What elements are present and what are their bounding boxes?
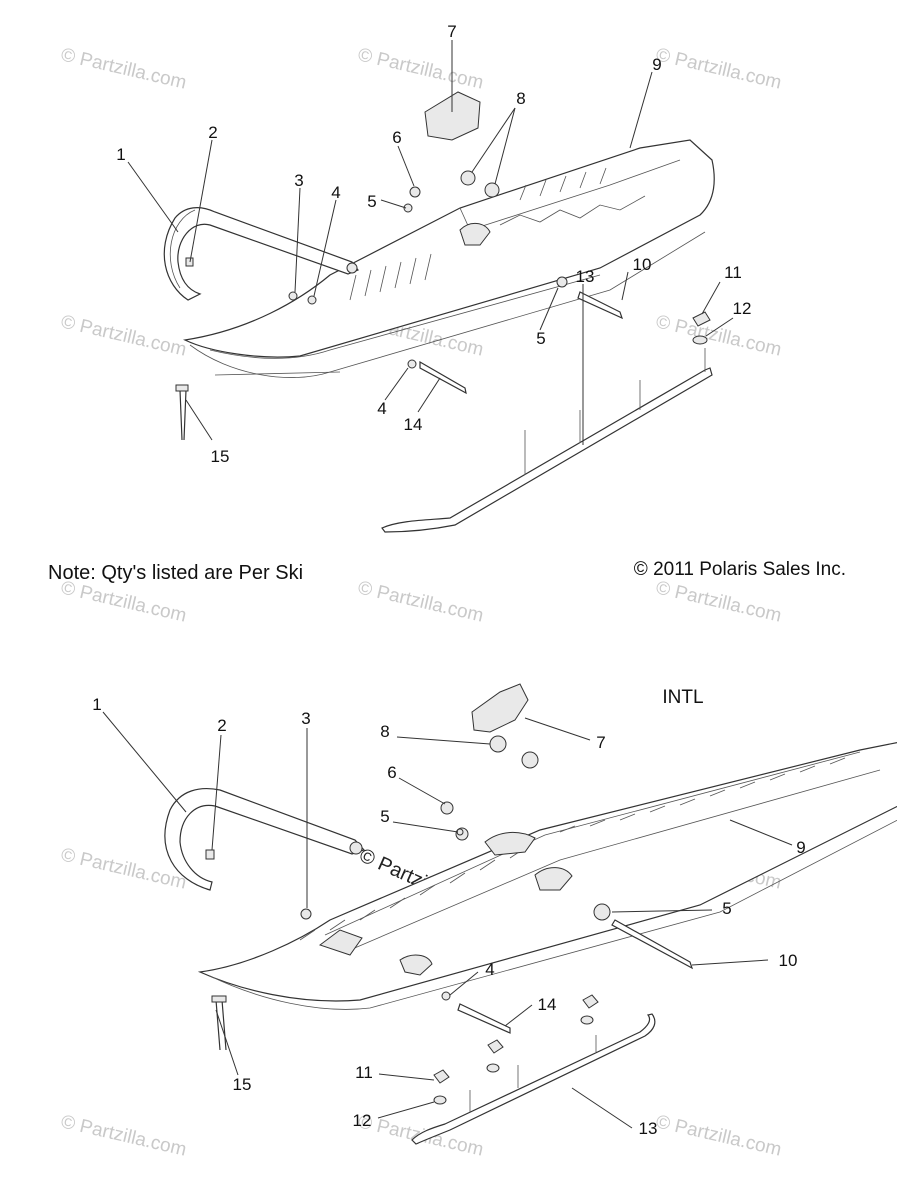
part-7-bracket-illustration-intl (471, 683, 529, 733)
wear-bar-illustration-intl (411, 1013, 656, 1145)
callout-number: 1 (92, 695, 101, 714)
ski-body-illustration (182, 139, 715, 378)
callout-number: 11 (724, 263, 742, 282)
wear-bar-illustration (381, 348, 713, 533)
top-callouts: 1 2 3 4 5 6 7 8 9 10 11 12 5 4 14 13 15 (116, 22, 751, 466)
callout-number: 10 (633, 255, 652, 274)
hardware-illustrations (175, 170, 711, 441)
callout-number: 11 (355, 1063, 373, 1082)
ski-body-illustration-intl (197, 741, 897, 1010)
hardware-illustrations-intl (211, 735, 694, 1105)
callout-number: 7 (447, 22, 456, 41)
copyright-notice: © 2011 Polaris Sales Inc. (634, 559, 846, 580)
callout-number: 6 (392, 128, 401, 147)
callout-number: 13 (576, 267, 595, 286)
top-diagram: 1 2 3 4 5 6 7 8 9 10 11 12 5 4 14 13 15 (116, 22, 751, 533)
callout-number: 5 (367, 192, 376, 211)
watermark: © Partzilla.com (59, 311, 188, 360)
callout-number: 4 (331, 183, 340, 202)
callout-number: 9 (652, 55, 661, 74)
bottom-callouts: 1 2 3 7 8 6 5 9 5 10 4 14 11 12 13 15 (92, 695, 805, 1138)
top-leader-lines (127, 40, 734, 445)
callout-number: 5 (380, 807, 389, 826)
watermark: © Partzilla.com (59, 44, 188, 93)
ski-loop-handle-illustration (163, 207, 359, 301)
intl-label: INTL (662, 687, 703, 708)
callout-number: 15 (233, 1075, 252, 1094)
watermark: © Partzilla.com (356, 577, 485, 626)
quantity-note: Note: Qty's listed are Per Ski (48, 562, 303, 584)
watermark: © Partzilla.com (654, 311, 783, 360)
callout-number: 5 (722, 899, 731, 918)
callout-number: 2 (217, 716, 226, 735)
part-7-bracket-illustration (424, 91, 481, 141)
bottom-leader-lines (102, 711, 793, 1129)
ski-loop-handle-illustration-intl (164, 788, 366, 891)
watermark: © Partzilla.com (59, 577, 188, 626)
watermark: © Partzilla.com (59, 1111, 188, 1160)
callout-number: 2 (208, 123, 217, 142)
callout-number: 3 (301, 709, 310, 728)
callout-number: 14 (538, 995, 557, 1014)
callout-number: 9 (796, 838, 805, 857)
callout-number: 10 (779, 951, 798, 970)
callout-number: 4 (377, 399, 386, 418)
watermark: © Partzilla.com (654, 44, 783, 93)
callout-number: 8 (380, 722, 389, 741)
callout-number: 8 (516, 89, 525, 108)
watermark: © Partzilla.com (654, 577, 783, 626)
callout-number: 4 (485, 960, 494, 979)
callout-number: 12 (733, 299, 752, 318)
bottom-diagram: INTL (92, 683, 897, 1145)
callout-number: 5 (536, 329, 545, 348)
callout-number: 7 (596, 733, 605, 752)
callout-number: 12 (353, 1111, 372, 1130)
callout-number: 13 (639, 1119, 658, 1138)
callout-number: 1 (116, 145, 125, 164)
watermark: © Partzilla.com (654, 1111, 783, 1160)
callout-number: 14 (404, 415, 423, 434)
callout-number: 15 (211, 447, 230, 466)
callout-number: 6 (387, 763, 396, 782)
watermark: © Partzilla.com (356, 44, 485, 93)
callout-number: 3 (294, 171, 303, 190)
